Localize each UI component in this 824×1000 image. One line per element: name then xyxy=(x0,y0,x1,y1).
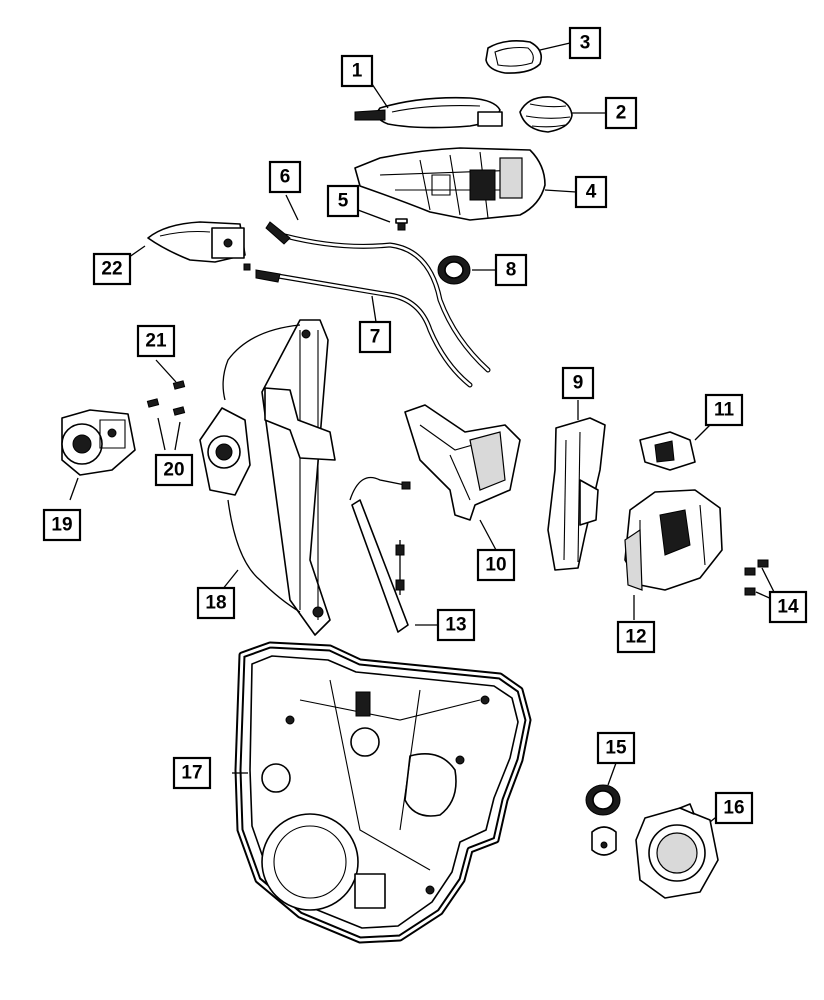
callout-9: 9 xyxy=(561,366,595,400)
callout-13: 13 xyxy=(436,608,476,642)
callout-13-label: 13 xyxy=(445,615,466,636)
callout-6: 6 xyxy=(268,160,302,194)
callout-5-label: 5 xyxy=(338,191,349,212)
callout-4: 4 xyxy=(574,175,608,209)
part-3-cap-gasket xyxy=(485,40,543,74)
callout-2: 2 xyxy=(604,96,638,130)
part-7-cable xyxy=(255,269,473,388)
callout-14-label: 14 xyxy=(777,597,799,618)
callout-12: 12 xyxy=(616,620,656,654)
part-10-bracket xyxy=(404,404,521,521)
callout-1-label: 1 xyxy=(352,61,363,82)
callout-21-label: 21 xyxy=(145,331,167,352)
callout-9-label: 9 xyxy=(573,373,584,394)
callout-16-label: 16 xyxy=(723,798,744,819)
part-4-handle-carrier xyxy=(354,147,546,221)
part-22-inside-handle xyxy=(147,221,251,271)
callout-7: 7 xyxy=(358,320,392,354)
part-11-connector xyxy=(639,431,696,471)
part-13-cable-assembly xyxy=(349,476,411,633)
leader-lines xyxy=(69,42,775,823)
callout-19-label: 19 xyxy=(51,515,72,536)
callout-19: 19 xyxy=(42,508,82,542)
part-6-cable xyxy=(265,221,491,373)
callout-11: 11 xyxy=(704,393,744,427)
callout-4-label: 4 xyxy=(586,182,597,203)
part-5-screw xyxy=(395,218,408,231)
callout-17-label: 17 xyxy=(181,763,202,784)
callout-14: 14 xyxy=(768,590,808,624)
part-17-door-panel xyxy=(234,641,532,944)
callout-6-label: 6 xyxy=(280,167,291,188)
callout-1: 1 xyxy=(340,54,374,88)
callout-20: 20 xyxy=(154,453,194,487)
part-9-channel xyxy=(547,417,606,571)
part-19-window-motor xyxy=(61,409,136,476)
part-20-21-screws xyxy=(146,380,186,416)
callout-16: 16 xyxy=(714,791,754,825)
callout-3-label: 3 xyxy=(580,33,591,54)
callout-18-label: 18 xyxy=(205,593,226,614)
callout-21: 21 xyxy=(136,324,176,358)
part-18-window-regulator xyxy=(199,319,336,636)
callout-2-label: 2 xyxy=(616,103,627,124)
part-16-speaker xyxy=(635,803,719,899)
callout-15: 15 xyxy=(596,731,636,765)
part-12-door-latch xyxy=(624,489,723,591)
callout-11-label: 11 xyxy=(714,400,735,421)
callout-17: 17 xyxy=(172,756,212,790)
callout-10-label: 10 xyxy=(485,555,506,576)
callout-22-label: 22 xyxy=(101,259,122,280)
part-8-grommet xyxy=(437,255,471,285)
callout-8: 8 xyxy=(494,253,528,287)
callout-3: 3 xyxy=(568,26,602,60)
callout-7-label: 7 xyxy=(370,327,381,348)
callout-5: 5 xyxy=(326,184,360,218)
callout-18: 18 xyxy=(196,586,236,620)
part-2-handle-cap xyxy=(519,96,573,133)
callout-10: 10 xyxy=(476,548,516,582)
callout-15-label: 15 xyxy=(605,738,627,759)
part-14-bolts xyxy=(744,559,769,596)
callout-12-label: 12 xyxy=(625,627,646,648)
part-1-exterior-handle xyxy=(354,96,503,129)
callout-8-label: 8 xyxy=(506,260,517,281)
part-15-plug xyxy=(585,784,621,856)
callout-22: 22 xyxy=(92,252,132,286)
callout-20-label: 20 xyxy=(163,460,184,481)
